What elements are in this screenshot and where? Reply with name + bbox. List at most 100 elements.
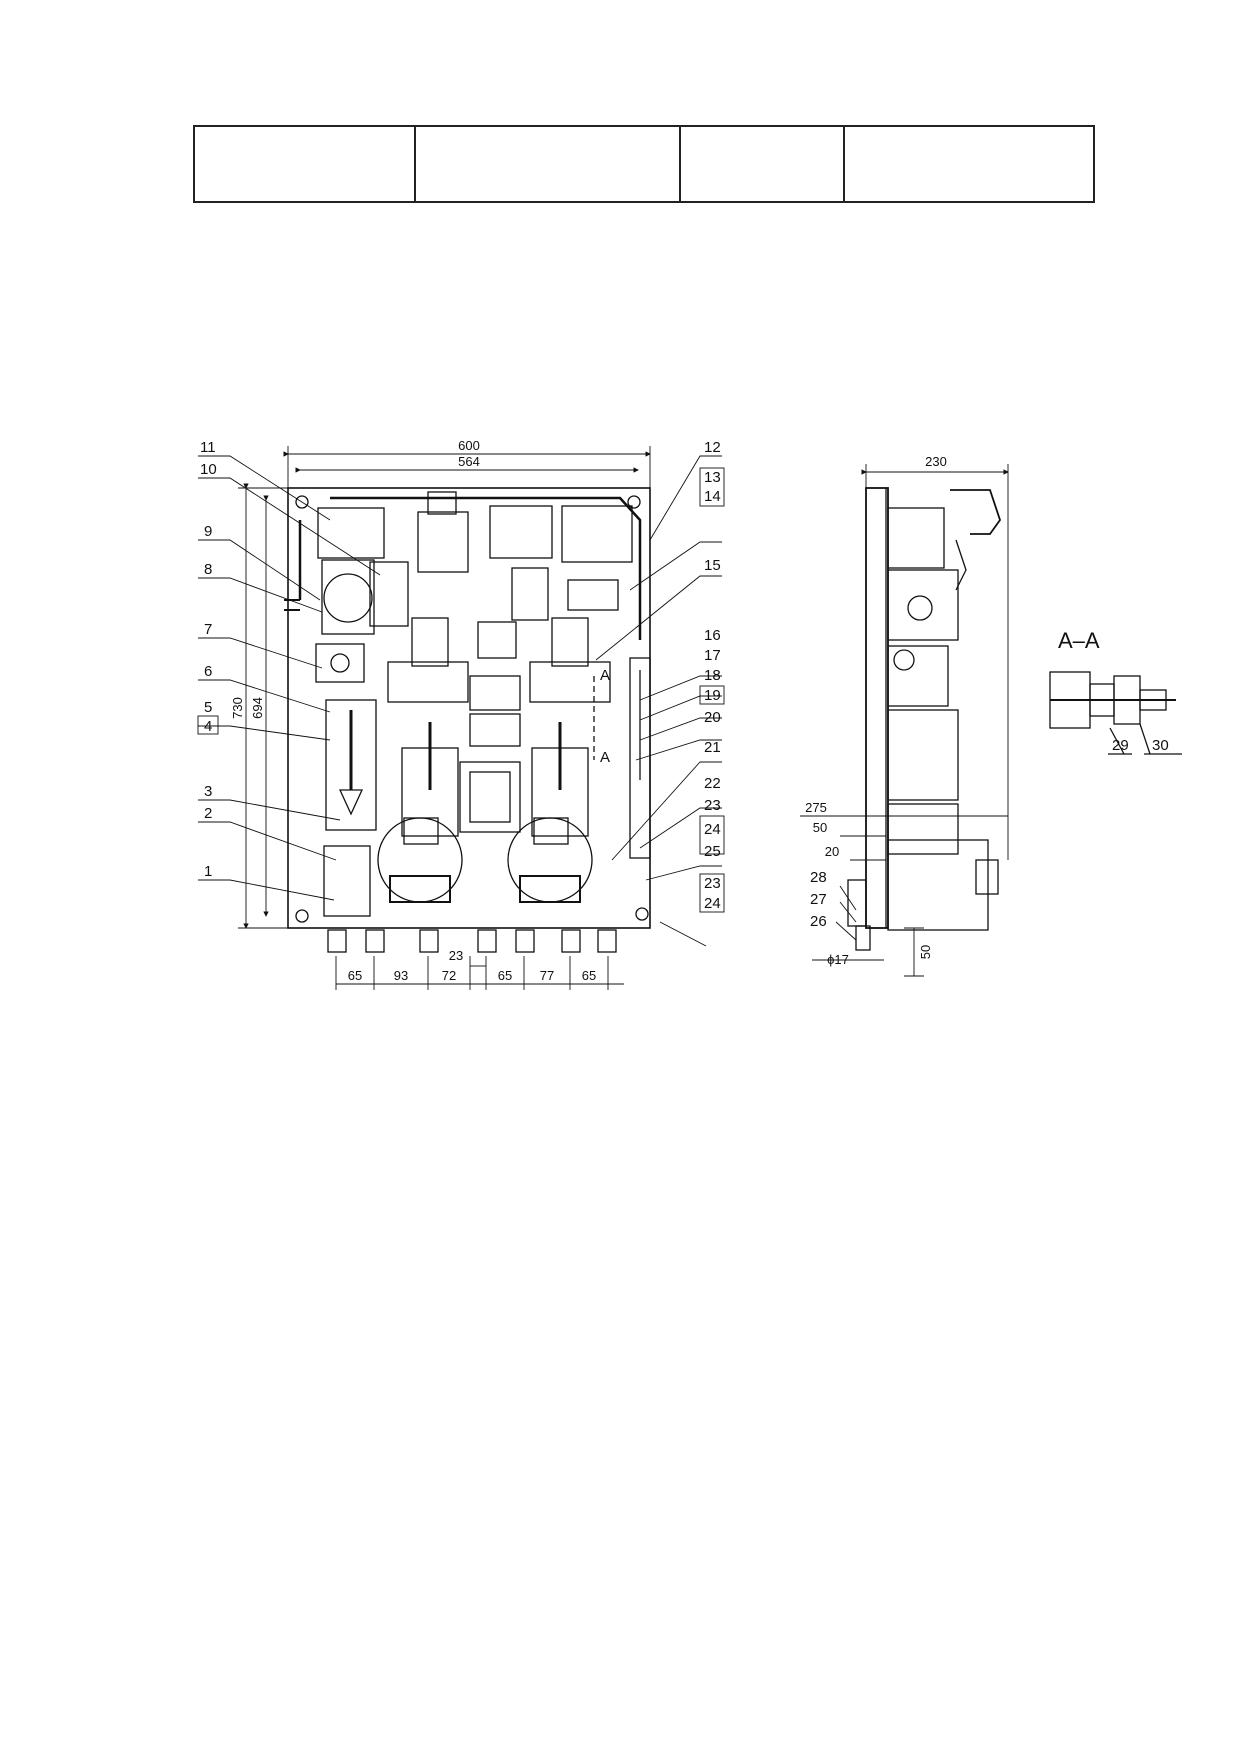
label-plate xyxy=(477,621,517,659)
valve-block xyxy=(317,507,385,559)
mounting-hole-icon xyxy=(295,495,309,509)
side-component xyxy=(887,803,959,855)
bottom-fittings xyxy=(327,929,617,953)
side-fitting xyxy=(855,925,871,951)
dim-overall-height: 730 xyxy=(230,697,245,719)
callout-22: 22 xyxy=(704,775,721,792)
valve-block xyxy=(561,505,633,563)
callout-11: 11 xyxy=(200,439,216,456)
callout-4: 4 xyxy=(204,718,212,735)
filter-housing xyxy=(321,559,375,635)
callout-27: 27 xyxy=(810,891,827,908)
callout-20: 20 xyxy=(704,709,721,726)
valve-block xyxy=(469,675,521,711)
callout-21: 21 xyxy=(704,739,721,756)
callout-30: 30 xyxy=(1152,737,1169,754)
side-component xyxy=(887,709,959,801)
side-component xyxy=(887,645,949,707)
mounting-hole-icon xyxy=(635,907,649,921)
regulator-body xyxy=(551,617,589,667)
valve-block xyxy=(417,511,469,573)
dim-bottom: 77 xyxy=(540,968,554,983)
regulator-body xyxy=(529,661,611,703)
title-block-cell xyxy=(193,125,416,203)
valve-block xyxy=(369,561,409,627)
regulator-body xyxy=(411,617,449,667)
callout-10: 10 xyxy=(200,461,217,478)
section-marker-bottom: A xyxy=(600,749,610,766)
callout-24: 24 xyxy=(704,895,721,912)
callout-8: 8 xyxy=(204,561,212,578)
callout-23: 23 xyxy=(704,797,721,814)
side-component xyxy=(887,569,959,641)
callout-18: 18 xyxy=(704,667,721,684)
callout-14: 14 xyxy=(704,488,721,505)
callout-7: 7 xyxy=(204,621,212,638)
dim-inner-height: 694 xyxy=(250,697,265,719)
nameplate xyxy=(567,579,619,611)
dim-side: ϕ17 xyxy=(827,952,849,967)
dim-depth: 230 xyxy=(925,454,947,469)
valve-block xyxy=(323,845,371,917)
callout-12: 12 xyxy=(704,439,721,456)
section-marker-top: A xyxy=(600,667,610,684)
valve-block xyxy=(489,505,553,559)
title-block-cell xyxy=(679,125,845,203)
title-block-cell xyxy=(842,125,1096,203)
valve-block xyxy=(469,713,521,747)
callout-2: 2 xyxy=(204,805,212,822)
dim-bottom: 23 xyxy=(449,948,463,963)
terminal-strip xyxy=(629,657,651,859)
dim-side: 275 xyxy=(805,800,827,815)
title-block-cell xyxy=(413,125,682,203)
title-block-table xyxy=(193,125,1096,203)
dim-bottom: 65 xyxy=(582,968,596,983)
callout-3: 3 xyxy=(204,783,212,800)
side-component xyxy=(887,839,989,931)
valve-block xyxy=(511,567,549,621)
side-component xyxy=(887,507,945,569)
mounting-hole-icon xyxy=(627,495,641,509)
callout-25: 25 xyxy=(704,843,721,860)
dim-bottom: 65 xyxy=(348,968,362,983)
dim-side: 20 xyxy=(825,844,839,859)
gauge-icon xyxy=(323,573,373,623)
front-dimension-lines xyxy=(238,446,651,990)
regulator-body xyxy=(387,661,469,703)
dim-bottom: 72 xyxy=(442,968,456,983)
callout-23: 23 xyxy=(704,875,721,892)
dim-side: 50 xyxy=(813,820,827,835)
dim-overall-width: 600 xyxy=(458,438,480,453)
mounting-hole-icon xyxy=(295,909,309,923)
dim-side: 50 xyxy=(918,945,933,959)
relay-box xyxy=(459,761,521,833)
callout-28: 28 xyxy=(810,869,827,886)
side-dimension-lines xyxy=(800,464,1009,977)
dim-bottom: 93 xyxy=(394,968,408,983)
callout-26: 26 xyxy=(810,913,827,930)
callout-15: 15 xyxy=(704,557,721,574)
valve-block xyxy=(315,643,365,683)
side-view xyxy=(847,487,1001,951)
front-view xyxy=(284,487,651,953)
callout-5: 5 xyxy=(204,699,212,716)
side-panel-plate xyxy=(865,487,889,929)
section-title: A–A xyxy=(1058,628,1100,653)
callout-13: 13 xyxy=(704,469,721,486)
side-fitting xyxy=(847,879,867,927)
callout-6: 6 xyxy=(204,663,212,680)
callout-17: 17 xyxy=(704,647,721,664)
panel-outline xyxy=(287,487,651,929)
callout-29: 29 xyxy=(1112,737,1129,754)
callout-leaders xyxy=(197,455,725,947)
section-view xyxy=(1049,671,1182,755)
callout-9: 9 xyxy=(204,523,212,540)
dim-inner-width: 564 xyxy=(458,454,480,469)
callout-19: 19 xyxy=(704,687,721,704)
ball-valve-body xyxy=(325,699,377,831)
callout-16: 16 xyxy=(704,627,721,644)
callout-1: 1 xyxy=(204,863,212,880)
dim-bottom: 65 xyxy=(498,968,512,983)
callout-24: 24 xyxy=(704,821,721,838)
